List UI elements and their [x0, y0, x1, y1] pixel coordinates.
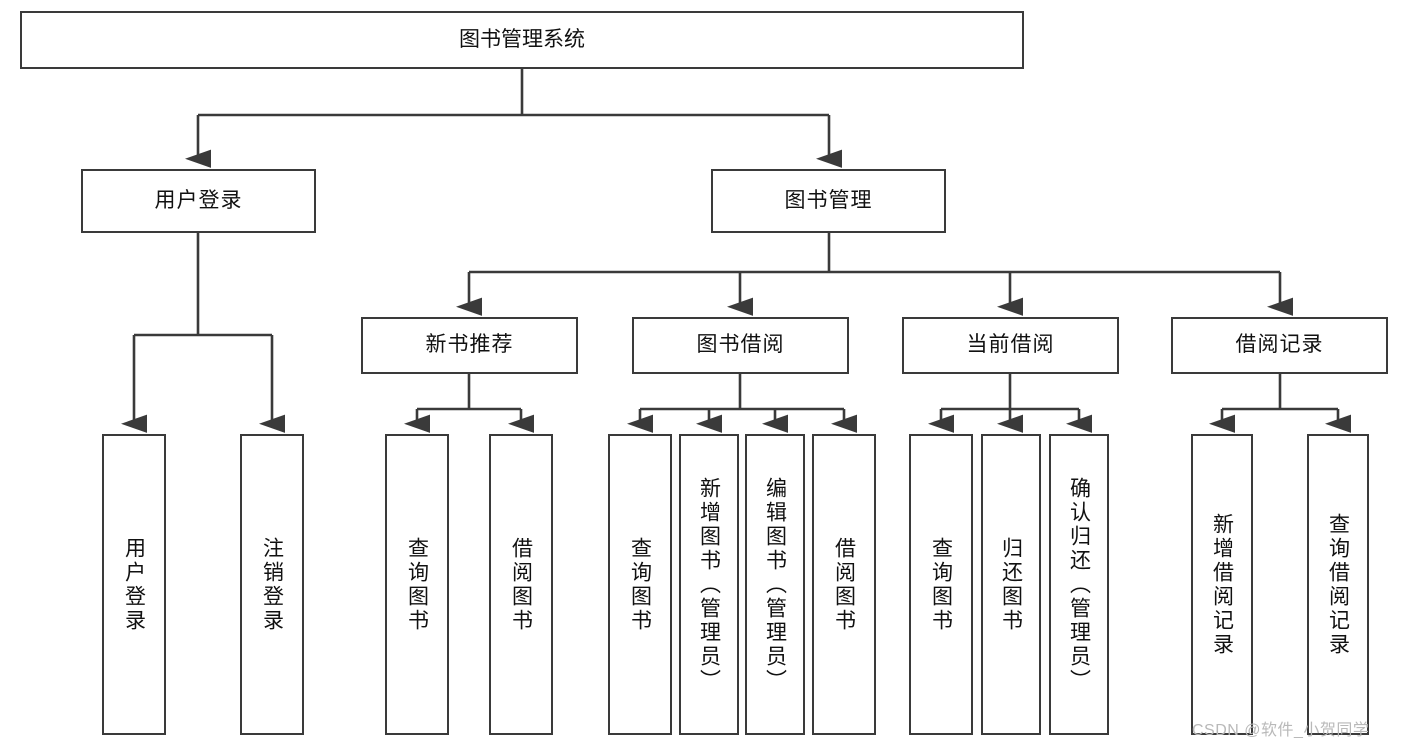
leaf-user-login-login[interactable]: 用户登录	[102, 434, 166, 735]
leaf-book-borrow-add-book-admin[interactable]: 新增图书（管理员）	[679, 434, 739, 735]
leaf-user-login-logout[interactable]: 注销登录	[240, 434, 304, 735]
leaf-borrow-record-add-record[interactable]: 新增借阅记录	[1191, 434, 1253, 735]
node-current-borrow[interactable]: 当前借阅	[902, 317, 1119, 374]
node-book-borrow[interactable]: 图书借阅	[632, 317, 849, 374]
node-root-book-management-system[interactable]: 图书管理系统	[20, 11, 1024, 69]
leaf-new-book-borrow-book[interactable]: 借阅图书	[489, 434, 553, 735]
node-user-login[interactable]: 用户登录	[81, 169, 316, 233]
leaf-current-borrow-return-book[interactable]: 归还图书	[981, 434, 1041, 735]
node-book-management[interactable]: 图书管理	[711, 169, 946, 233]
csdn-watermark: CSDN @软件_小贺同学	[1192, 722, 1370, 739]
leaf-book-borrow-borrow-book[interactable]: 借阅图书	[812, 434, 876, 735]
leaf-book-borrow-query-book[interactable]: 查询图书	[608, 434, 672, 735]
leaf-current-borrow-confirm-return-admin[interactable]: 确认归还（管理员）	[1049, 434, 1109, 735]
leaf-new-book-query-book[interactable]: 查询图书	[385, 434, 449, 735]
leaf-book-borrow-edit-book-admin[interactable]: 编辑图书（管理员）	[745, 434, 805, 735]
leaf-current-borrow-query-book[interactable]: 查询图书	[909, 434, 973, 735]
leaf-borrow-record-query-record[interactable]: 查询借阅记录	[1307, 434, 1369, 735]
node-new-book-recommend[interactable]: 新书推荐	[361, 317, 578, 374]
node-borrow-record[interactable]: 借阅记录	[1171, 317, 1388, 374]
